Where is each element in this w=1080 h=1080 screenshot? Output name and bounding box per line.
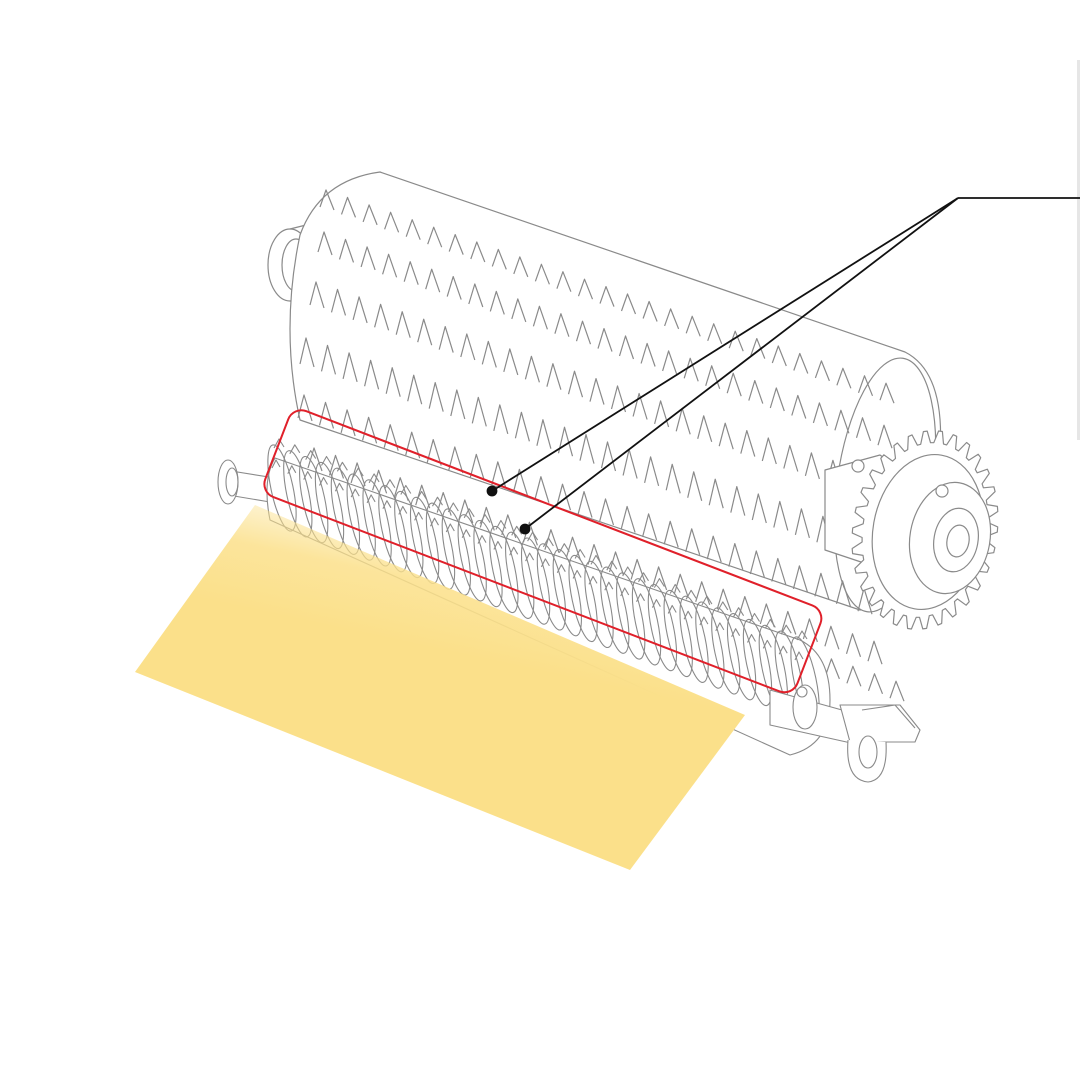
- roller-ring: [647, 583, 678, 672]
- roller-spike: [525, 531, 539, 562]
- roller-spike: [398, 484, 412, 515]
- roller-spike: [477, 514, 491, 544]
- roller-spike: [747, 612, 760, 643]
- side-panel-edge: [1077, 60, 1080, 440]
- roller-ring: [726, 613, 757, 701]
- leader-line-upper: [491, 197, 959, 492]
- roller-spike: [731, 607, 745, 637]
- callout-leaders: [486, 197, 1080, 535]
- drum-tooth-row: [309, 281, 885, 502]
- roller-left-shaft: [217, 459, 276, 505]
- roller-spike: [794, 630, 808, 661]
- roller-spike: [350, 467, 364, 498]
- roller-spike: [271, 438, 285, 469]
- leader-dot-lower: [519, 523, 531, 535]
- roller-ring: [600, 566, 630, 654]
- spiked-roller: [217, 438, 921, 783]
- drum-tooth-row: [307, 447, 883, 665]
- roller-ring: [505, 531, 535, 619]
- roller-spike: [334, 461, 348, 492]
- roller-spike: [493, 519, 507, 550]
- roller-spike: [556, 543, 570, 573]
- roller-spike: [303, 450, 317, 480]
- gear-bore: [946, 524, 970, 558]
- roller-spike: [715, 601, 729, 632]
- roller-spike: [366, 473, 380, 504]
- roller-spike: [699, 595, 713, 626]
- roller-ring: [457, 514, 487, 602]
- roller-spike: [430, 496, 443, 527]
- roller-spike: [540, 537, 554, 568]
- roller-ring: [568, 554, 598, 643]
- roller-spike: [778, 624, 792, 655]
- roller-spike: [461, 508, 475, 539]
- roller-spike: [287, 444, 301, 475]
- roller-ring: [663, 589, 693, 678]
- roller-spike: [683, 589, 697, 620]
- roller-spike: [509, 525, 523, 556]
- gear-set-screw: [935, 484, 949, 498]
- roller-spike: [667, 583, 681, 614]
- roller-ring: [679, 595, 709, 683]
- roller-spike: [762, 618, 776, 649]
- roller-spike: [382, 479, 396, 509]
- roller-ring: [489, 525, 519, 614]
- roller-ring: [584, 560, 614, 649]
- roller-ring: [552, 549, 582, 637]
- drive-gear: [824, 430, 999, 630]
- highlight-box: [263, 409, 823, 694]
- roller-spike: [414, 490, 428, 521]
- roller-spike: [636, 572, 649, 603]
- roller-teeth-rings: [267, 438, 820, 724]
- leader-dot-upper: [486, 485, 498, 497]
- roller-spike: [319, 455, 332, 486]
- roller-ring: [631, 578, 662, 666]
- roller-right-shaft: [769, 684, 921, 783]
- roller-ring: [695, 601, 725, 689]
- roller-ring: [711, 607, 741, 695]
- roller-ring: [520, 537, 551, 625]
- drum-tooth-row: [317, 231, 893, 449]
- roller-spike: [572, 548, 586, 579]
- roller-spike: [588, 554, 602, 585]
- material-sheet: [135, 505, 745, 870]
- roller-ring: [536, 543, 567, 631]
- roller-spike: [604, 560, 618, 591]
- roller-ring: [441, 508, 471, 596]
- roller-ring: [616, 572, 646, 660]
- roller-spike: [651, 578, 665, 608]
- leader-line-lower: [524, 197, 959, 530]
- roller-ring: [473, 519, 503, 608]
- roller-ring: [742, 618, 773, 707]
- drum-tooth-row: [297, 394, 873, 615]
- roller-spike: [620, 566, 634, 597]
- drum-tooth-row: [319, 189, 895, 404]
- roller-spike: [445, 502, 459, 533]
